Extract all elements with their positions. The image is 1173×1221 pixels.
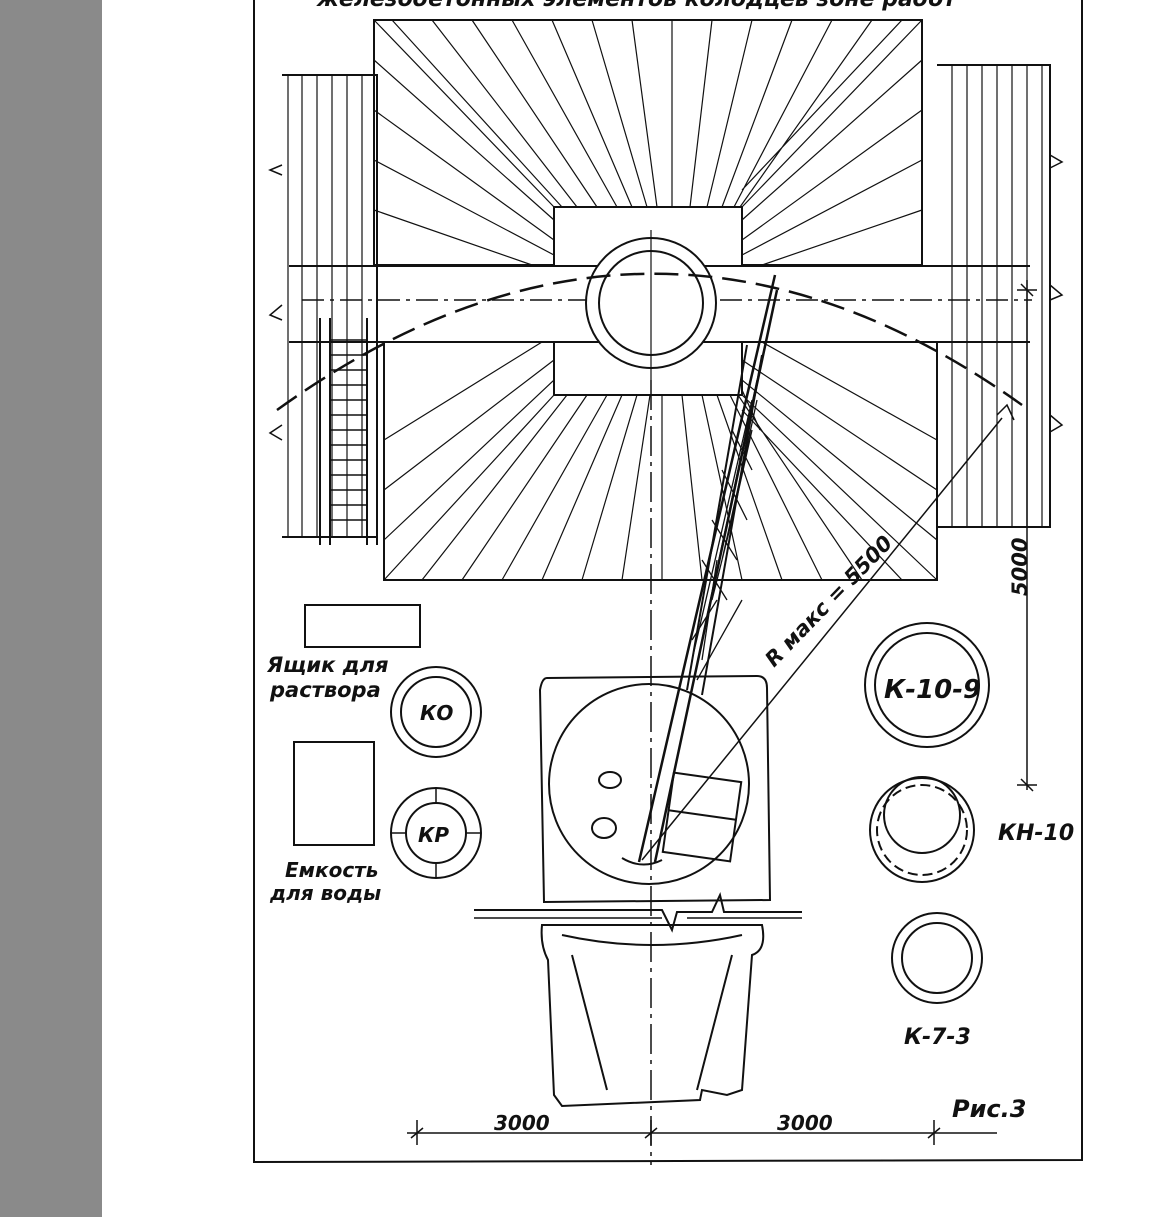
water-tank-label-line2: для воды bbox=[269, 881, 381, 905]
ko-label: КО bbox=[420, 701, 453, 725]
gray-side-panel bbox=[0, 0, 102, 1217]
mortar-box-label-line1: Ящик для bbox=[266, 653, 389, 677]
dimension-3000-right: 3000 bbox=[777, 1111, 833, 1135]
construction-site-drawing: железобетонных элементов колодцев зоне р… bbox=[102, 0, 1173, 1217]
k-7-3-label: К-7-3 bbox=[904, 1025, 971, 1050]
k-10-9-label: К-10-9 bbox=[884, 675, 981, 705]
kn-10-label: КН-10 bbox=[998, 821, 1074, 846]
site-plan-svg: железобетонных элементов колодцев зоне р… bbox=[253, 0, 1083, 1165]
top-caption: железобетонных элементов колодцев зоне р… bbox=[316, 0, 957, 12]
mortar-box-label-line2: раствора bbox=[269, 678, 381, 702]
kr-label: КР bbox=[418, 823, 449, 847]
water-tank-label-line1: Емкость bbox=[285, 858, 378, 882]
figure-number: Рис.3 bbox=[952, 1095, 1026, 1123]
dimension-5000: 5000 bbox=[1008, 538, 1032, 596]
dimension-3000-left: 3000 bbox=[494, 1111, 550, 1135]
